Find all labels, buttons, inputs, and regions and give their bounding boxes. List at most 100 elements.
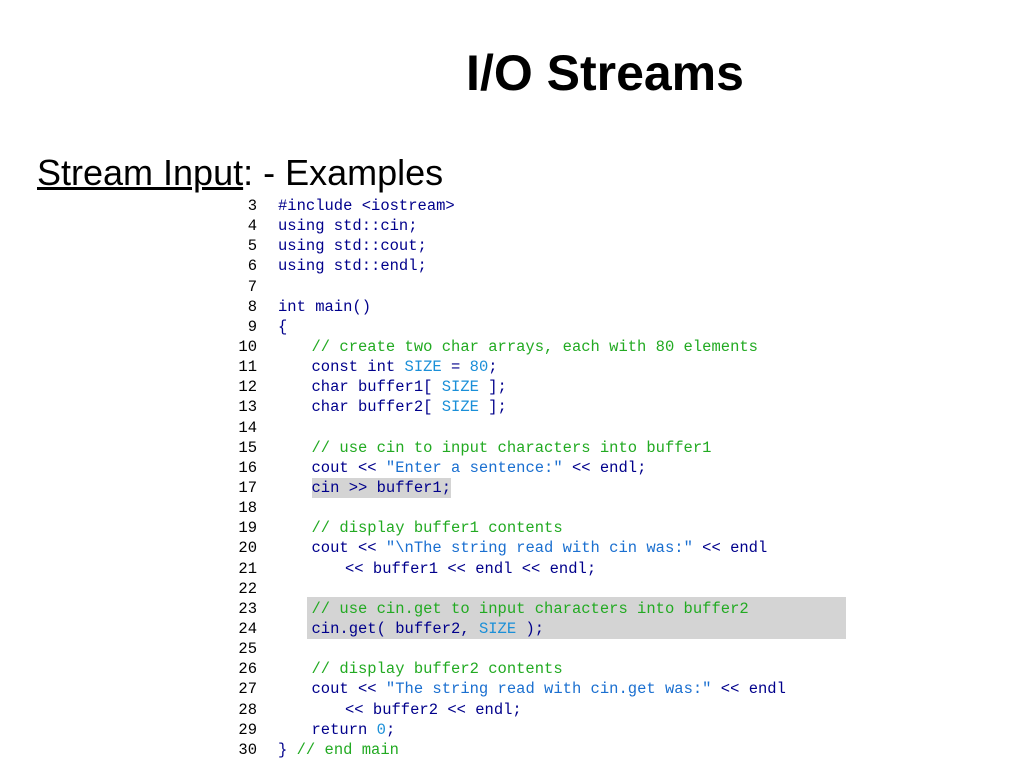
highlight-block bbox=[307, 597, 846, 639]
line-number: 24 bbox=[238, 619, 257, 638]
line-number: 25 bbox=[238, 640, 257, 659]
line-number: 4 bbox=[247, 217, 257, 236]
code-text: cout << "The string read with cin.get wa… bbox=[312, 679, 786, 699]
line-number: 13 bbox=[238, 398, 257, 417]
code-line: 10// create two char arrays, each with 8… bbox=[230, 337, 758, 357]
code-text: cin.get( buffer2, SIZE ); bbox=[312, 619, 545, 639]
line-number: 8 bbox=[247, 297, 257, 316]
code-token: const int bbox=[311, 358, 405, 377]
code-token: { bbox=[278, 317, 288, 336]
code-token: << endl bbox=[692, 539, 768, 558]
code-token: #include <iostream> bbox=[278, 197, 455, 215]
line-number: 29 bbox=[238, 720, 257, 739]
code-token: 0 bbox=[376, 720, 386, 739]
code-token: int main() bbox=[278, 297, 372, 316]
code-line: 5 using std::cout; bbox=[230, 236, 427, 256]
code-text: char buffer2[ SIZE ]; bbox=[312, 397, 507, 417]
code-line: 27 cout << "The string read with cin.get … bbox=[230, 679, 786, 699]
line-number: 22 bbox=[238, 579, 257, 598]
line-number: 28 bbox=[238, 700, 257, 719]
line-number: 19 bbox=[238, 519, 257, 538]
code-line: 20 cout << "\nThe string read with cin wa… bbox=[230, 538, 767, 558]
code-token: SIZE bbox=[404, 358, 442, 377]
code-token: = bbox=[441, 358, 470, 377]
code-token: // display buffer1 contents bbox=[311, 519, 563, 538]
code-text: { bbox=[278, 317, 287, 337]
code-text: const int SIZE = 80; bbox=[312, 357, 498, 377]
code-token: // create two char arrays, each with 80 … bbox=[311, 337, 758, 356]
line-number: 30 bbox=[238, 740, 257, 759]
code-text: << buffer2 << endl; bbox=[345, 700, 522, 720]
code-token: cout << bbox=[311, 680, 386, 699]
code-token: SIZE bbox=[478, 619, 517, 638]
code-token: SIZE bbox=[441, 398, 479, 417]
line-number: 20 bbox=[238, 539, 257, 558]
line-number: 14 bbox=[238, 418, 257, 437]
code-text: cout << "\nThe string read with cin was:… bbox=[312, 538, 768, 558]
subtitle-rest: : - Examples bbox=[243, 152, 444, 193]
code-token: "The string read with cin.get was:" bbox=[385, 680, 712, 699]
code-line: 7 bbox=[230, 277, 257, 297]
code-line: 23 // use cin.get to input characters int… bbox=[230, 599, 748, 619]
line-number: 16 bbox=[238, 458, 257, 477]
code-token: char buffer1[ bbox=[311, 378, 442, 397]
code-token: using std::endl; bbox=[278, 257, 427, 276]
code-token: << buffer2 << endl; bbox=[345, 700, 522, 719]
subtitle-underlined: Stream Input bbox=[37, 152, 244, 193]
code-text: #include <iostream> bbox=[278, 196, 455, 216]
code-token: cin >> buffer1; bbox=[311, 478, 452, 497]
code-line: 14 bbox=[230, 418, 257, 438]
code-token: ; bbox=[385, 720, 396, 739]
code-text: // display buffer2 contents bbox=[312, 659, 563, 679]
line-number: 23 bbox=[238, 599, 257, 618]
line-number: 3 bbox=[247, 197, 257, 215]
code-text: using std::cout; bbox=[278, 236, 427, 256]
code-text: using std::cin; bbox=[278, 216, 418, 236]
code-token: "Enter a sentence:" bbox=[385, 458, 563, 477]
code-line: 30} // end main bbox=[230, 740, 399, 760]
code-token: // end main bbox=[296, 740, 399, 759]
line-number: 5 bbox=[247, 237, 257, 256]
code-line: 15// use cin to input characters into bu… bbox=[230, 438, 711, 458]
code-token: return bbox=[311, 720, 377, 739]
code-token: ]; bbox=[478, 378, 507, 397]
code-line: 4 using std::cin; bbox=[230, 216, 418, 236]
code-line: 19 // display buffer1 contents bbox=[230, 518, 562, 538]
code-token: << endl; bbox=[562, 458, 647, 477]
code-token: // use cin.get to input characters into … bbox=[311, 599, 749, 618]
code-token: char buffer2[ bbox=[311, 398, 442, 417]
code-token: SIZE bbox=[441, 378, 479, 397]
code-line: 8 int main() bbox=[230, 297, 371, 317]
code-token: cout << bbox=[311, 458, 386, 477]
code-token: << buffer1 << endl << endl; bbox=[345, 559, 597, 578]
code-line: 26// display buffer2 contents bbox=[230, 659, 562, 679]
code-text: // use cin.get to input characters into … bbox=[312, 599, 749, 619]
code-token: cin.get( buffer2, bbox=[311, 619, 479, 638]
code-token: // display buffer2 contents bbox=[311, 660, 563, 679]
code-token: cout << bbox=[311, 539, 386, 558]
code-text: return 0; bbox=[312, 720, 396, 740]
code-line: 3 #include <iostream> bbox=[230, 196, 455, 216]
code-text: // display buffer1 contents bbox=[312, 518, 563, 538]
code-token: } bbox=[278, 740, 297, 759]
code-line: 24 cin.get( buffer2, SIZE ); bbox=[230, 619, 544, 639]
line-number: 9 bbox=[247, 317, 257, 336]
code-token: using std::cout; bbox=[278, 237, 427, 256]
code-line: 21 << buffer1 << endl << endl; bbox=[230, 559, 596, 579]
code-token: << endl bbox=[711, 680, 786, 699]
code-text: char buffer1[ SIZE ]; bbox=[312, 377, 507, 397]
line-number: 21 bbox=[238, 559, 257, 578]
code-text: cin >> buffer1; bbox=[311, 477, 452, 499]
code-line: 22 bbox=[230, 579, 257, 599]
code-token: ); bbox=[516, 619, 545, 638]
code-token: using std::cin; bbox=[278, 217, 418, 236]
code-token: ]; bbox=[478, 398, 507, 417]
slide-subtitle: Stream Input: - Examples bbox=[37, 152, 443, 194]
line-number: 27 bbox=[238, 680, 257, 699]
code-text: // use cin to input characters into buff… bbox=[312, 438, 712, 458]
code-token: // use cin to input characters into buff… bbox=[311, 438, 712, 457]
